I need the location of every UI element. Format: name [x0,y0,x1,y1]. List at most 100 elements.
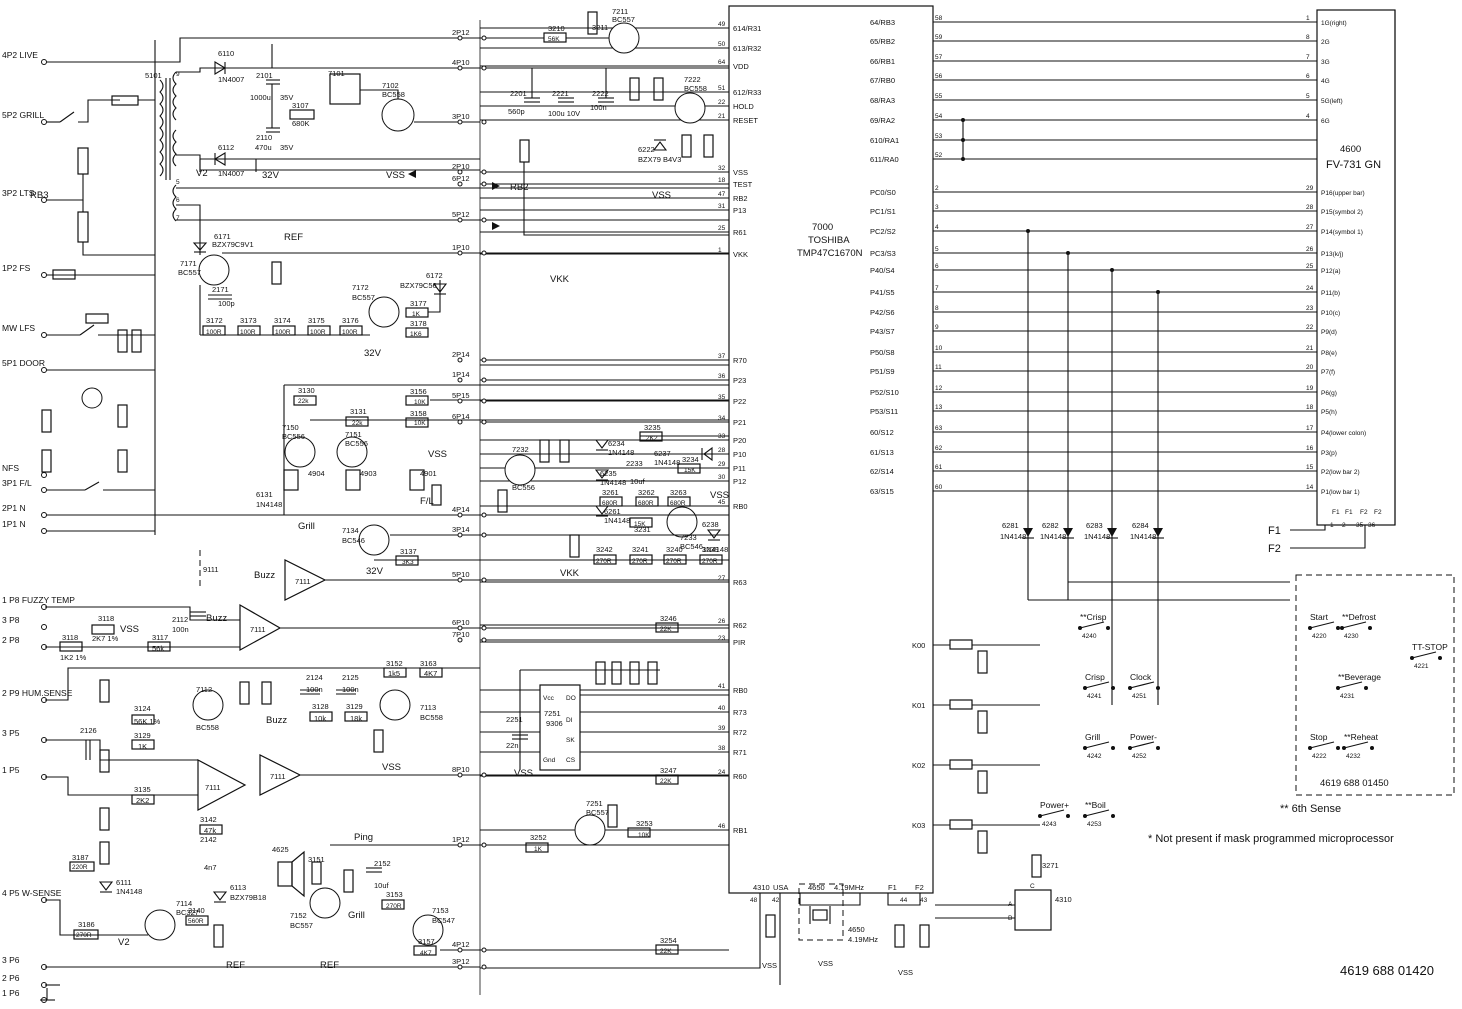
connector-label: 2P14 [452,350,470,359]
vfd-ref: 4600 [1340,144,1361,155]
svg-text:3128: 3128 [312,702,329,711]
svg-text:7171: 7171 [180,259,197,268]
vfd-pin-num: 23 [1306,305,1314,312]
svg-text:BC546: BC546 [342,536,365,545]
key-row-label: K00 [912,641,925,650]
svg-text:22K: 22K [660,778,672,785]
vfd-pin-num: 4 [1306,113,1310,120]
vfd-pin-num: 24 [1306,285,1314,292]
svg-text:560R: 560R [188,918,204,925]
vfd-pin-num: 15 [1306,464,1314,471]
vfd-pin-num: 20 [1306,364,1314,371]
svg-text:7: 7 [176,215,180,222]
svg-text:3135: 3135 [134,785,151,794]
vfd-pins: 11G(right)82G73G64G55G(left)46G29P16(upp… [1306,15,1366,496]
left-terminal-label: 1P2 FS [2,263,31,273]
key-label: Grill [1085,732,1100,742]
svg-text:7113: 7113 [420,703,436,712]
ic-left-pin-num: 1 [718,247,722,254]
connector-label: 4P10 [452,58,470,67]
ic-right-pin-name: P53/S11 [870,407,898,416]
svg-text:BC558: BC558 [684,84,707,93]
key-label: **Beverage [1338,672,1381,682]
ic-left-pin-num: 25 [718,225,726,232]
grill-relay-label: Grill [298,521,315,532]
svg-text:7150: 7150 [282,423,299,432]
key-ref: 4241 [1087,693,1102,700]
ref-label-1: Buzz [254,570,275,581]
ic-left-pin-name: P21 [733,418,746,427]
svg-text:3163: 3163 [420,659,437,668]
vss-label-10: VSS [762,961,777,970]
connector-label: 2P10 [452,162,470,171]
svg-text:22k: 22k [352,420,363,427]
svg-text:6261: 6261 [604,507,621,516]
ic-right-pin-name: P41/S5 [870,288,895,297]
key-ref: 4231 [1340,693,1355,700]
connector-label: 7P10 [452,630,470,639]
svg-text:2222: 2222 [592,89,609,98]
svg-text:7134: 7134 [342,526,359,535]
ic-right-pin-num: 11 [935,364,942,371]
vfd-pin-num: 16 [1306,445,1314,452]
svg-text:BC558: BC558 [420,713,443,722]
diode-type: 1N4148 [1084,532,1110,541]
vfd-pin-name: P7(f) [1321,369,1335,376]
ref-label-2: Buzz [206,613,227,624]
footnote-sixth-sense: ** 6th Sense [1280,803,1341,815]
svg-text:3240: 3240 [666,545,683,554]
svg-text:7111: 7111 [295,577,311,586]
ic-left-pin-num: 29 [718,461,726,468]
svg-text:2101: 2101 [256,71,273,80]
opamp-section: 7111 7111 7111 7111 Buzz Buzz Buzz 9111 [197,550,480,811]
vfd-pin-name: P11(b) [1321,290,1340,297]
svg-text:BC556: BC556 [512,483,535,492]
ic-left-pin-name: R63 [733,578,747,587]
svg-text:22n: 22n [506,741,519,750]
svg-text:BC557: BC557 [290,921,313,930]
ic-right-pin-num: 60 [935,484,943,491]
ic-right-pin-num: 7 [935,285,939,292]
ic-right-pin-num: 57 [935,54,943,61]
key-label: Clock [1130,672,1152,682]
svg-text:BZX79C56: BZX79C56 [400,281,437,290]
svg-text:7232: 7232 [512,445,529,454]
svg-text:7114: 7114 [176,899,192,908]
ic-right-pin-name: P52/S10 [870,388,899,397]
svg-text:7101: 7101 [328,69,345,78]
svg-text:3242: 3242 [596,545,613,554]
svg-text:3271: 3271 [1042,861,1059,870]
ic-left-pin-name: 614/R31 [733,24,761,33]
eeprom-ref: 7251 [544,709,561,718]
connector-label: 4P14 [452,505,470,514]
svg-text:10K: 10K [414,420,426,427]
ic-left-pin-name: P23 [733,376,746,385]
diode-type: 1N4148 [1040,532,1066,541]
svg-text:4903: 4903 [360,469,377,478]
svg-text:1000u: 1000u [250,93,271,102]
ic-right-pin-num: 52 [935,152,943,159]
f2-terminal: F2 [1268,543,1281,555]
svg-text:10uf: 10uf [374,881,390,890]
ic-left-pin-name: VSS [733,168,748,177]
diode-ref: 6284 [1132,521,1149,530]
svg-text:3173: 3173 [240,316,257,325]
ic-left-pin-num: 41 [718,683,726,690]
ic-left-pin-name: VKK [733,250,748,259]
svg-text:BC557: BC557 [352,293,375,302]
svg-text:3158: 3158 [410,409,427,418]
vfd-pin-name: P2(low bar 2) [1321,469,1360,476]
ic-left-pin-name: HOLD [733,102,754,111]
main-ic-ref: 7000 [812,222,833,233]
svg-text:DI: DI [566,717,573,724]
transformer-5101: 5101 9 5 6 7 [145,67,480,235]
svg-text:7151: 7151 [345,430,362,439]
ic-right-pin-num: 63 [935,425,943,432]
svg-text:560p: 560p [508,107,525,116]
svg-text:3124: 3124 [134,704,151,713]
svg-text:4310: 4310 [1055,895,1072,904]
svg-text:6111: 6111 [116,878,132,887]
vfd-pin-num: 19 [1306,385,1314,392]
